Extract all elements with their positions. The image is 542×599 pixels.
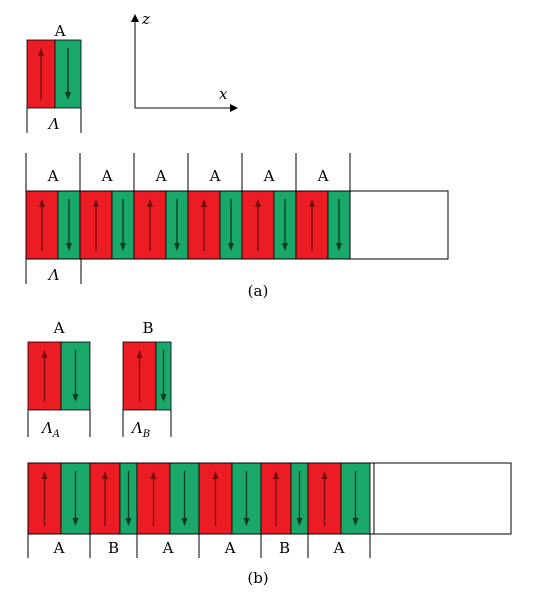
sequence-b-label: A — [53, 539, 65, 557]
caption-a: (a) — [248, 282, 269, 300]
domain-pair — [198, 462, 262, 535]
sequence-a-label: A — [101, 167, 113, 185]
sequence-a-label: A — [317, 167, 329, 185]
domain-pair — [26, 39, 82, 109]
domain-pair — [295, 190, 351, 260]
up-arrow — [309, 199, 315, 251]
domain-pair — [25, 190, 81, 260]
unit-b-b-period-label: ΛB — [130, 419, 150, 440]
domain-pair — [27, 341, 91, 411]
sequence-b-label: B — [279, 539, 290, 557]
unit-period-label: Λ — [47, 115, 60, 133]
up-arrow — [147, 199, 153, 251]
domain-pair — [187, 190, 243, 260]
up-arrow — [321, 471, 328, 526]
down-arrow — [352, 471, 359, 526]
sequence-b-label: A — [333, 539, 345, 557]
part-a-unit-cell: A Λ — [26, 22, 82, 133]
down-arrow — [282, 199, 288, 251]
up-arrow — [273, 471, 279, 526]
up-arrow — [212, 471, 219, 526]
down-arrow — [296, 471, 303, 526]
unit-a-label: A — [54, 22, 66, 40]
down-arrow — [181, 471, 188, 526]
part-b-unit-cells: A ΛA B ΛB — [27, 319, 172, 440]
domain-pair — [307, 462, 371, 535]
up-arrow — [39, 199, 45, 251]
unit-b-a-block — [27, 341, 91, 411]
unit-b-a-label: A — [53, 319, 65, 337]
domain-pair — [89, 462, 138, 535]
sequence-a-blocks — [25, 190, 351, 260]
down-arrow — [72, 471, 79, 526]
up-arrow — [201, 199, 207, 251]
domain-pair — [133, 190, 189, 260]
unit-b-a-period-label: ΛA — [40, 419, 60, 440]
caption-b: (b) — [247, 569, 268, 587]
sequence-a-label: A — [209, 167, 221, 185]
coordinate-axes: z x — [131, 10, 238, 112]
down-arrow — [243, 471, 250, 526]
unit-b-b-block — [122, 341, 172, 411]
z-axis-label: z — [141, 10, 150, 28]
down-arrow — [120, 199, 126, 251]
domain-pair — [260, 462, 309, 535]
up-arrow — [136, 350, 143, 402]
unit-b-b-label: B — [142, 319, 153, 337]
down-arrow — [72, 350, 79, 402]
down-arrow — [228, 199, 234, 251]
up-arrow — [41, 471, 48, 526]
down-arrow — [65, 48, 71, 100]
up-arrow — [38, 48, 44, 100]
down-arrow — [174, 199, 180, 251]
sequence-b-empty-tail — [373, 462, 512, 535]
down-arrow — [66, 199, 72, 251]
down-arrow — [160, 350, 167, 402]
down-arrow — [125, 471, 132, 526]
up-arrow — [102, 471, 108, 526]
domain-pair — [241, 190, 297, 260]
domain-pair — [27, 462, 91, 535]
domain-pair — [136, 462, 200, 535]
sequence-b-label: A — [224, 539, 236, 557]
up-arrow — [150, 471, 157, 526]
part-a-sequence: A A A A A A Λ (a) — [25, 153, 449, 300]
sequence-a-label: A — [155, 167, 167, 185]
down-arrow — [336, 199, 342, 251]
sequence-b-label: B — [108, 539, 119, 557]
sequence-a-empty-tail — [349, 190, 449, 260]
unit-a-block — [26, 39, 82, 109]
sequence-a-label: A — [263, 167, 275, 185]
sequence-b-label: A — [162, 539, 174, 557]
up-arrow — [41, 350, 48, 402]
up-arrow — [93, 199, 99, 251]
domain-pair — [122, 341, 172, 411]
sequence-b-frame — [27, 462, 512, 535]
sequence-a-frame — [25, 190, 449, 260]
sequence-b-blocks — [27, 462, 371, 535]
sequence-a-period-label: Λ — [47, 266, 60, 284]
sequence-a-label: A — [47, 167, 59, 185]
part-b-sequence: A B A A B A (b) — [27, 462, 512, 587]
up-arrow — [255, 199, 261, 251]
x-axis-label: x — [219, 85, 228, 103]
domain-pair — [79, 190, 135, 260]
